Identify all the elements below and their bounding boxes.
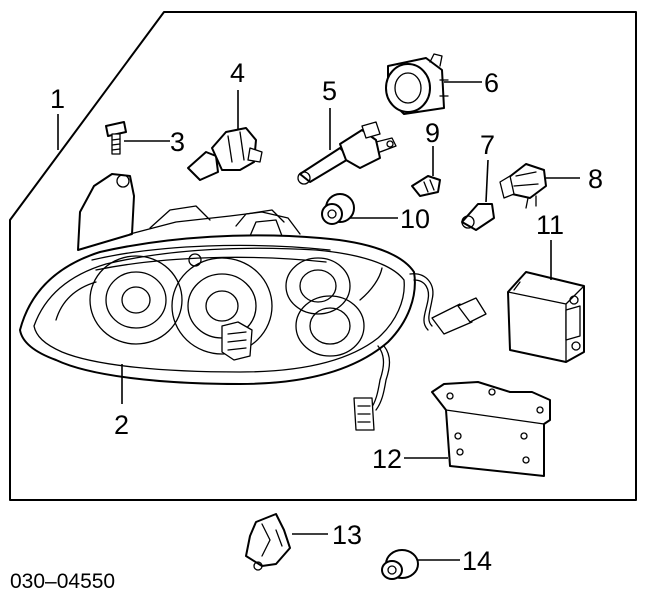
part-7-small-bulb bbox=[461, 159, 495, 231]
part-14-nut bbox=[381, 549, 460, 580]
callout-13: 13 bbox=[332, 520, 362, 550]
callout-1: 1 bbox=[50, 84, 65, 114]
callout-5: 5 bbox=[322, 76, 337, 106]
part-4-halogen-bulb bbox=[187, 90, 263, 181]
callout-11: 11 bbox=[536, 210, 564, 240]
part-11-ballast bbox=[507, 240, 585, 363]
callout-12: 12 bbox=[372, 444, 402, 474]
callout-6: 6 bbox=[484, 68, 499, 98]
callout-4: 4 bbox=[230, 58, 245, 88]
callout-8: 8 bbox=[588, 164, 603, 194]
part-12-bracket bbox=[404, 381, 551, 477]
diagram-code: 030–04550 bbox=[10, 570, 115, 593]
part-2-headlamp-housing bbox=[19, 173, 487, 431]
part-13-clip bbox=[245, 513, 328, 571]
part-3-screw bbox=[105, 121, 170, 155]
part-6-dust-cap bbox=[385, 53, 482, 115]
part-9-wedge-bulb bbox=[411, 146, 441, 197]
callout-10: 10 bbox=[400, 204, 430, 234]
part-5-bulb-socket bbox=[297, 108, 397, 185]
part-10-grommet bbox=[321, 193, 398, 225]
assembly-frame bbox=[9, 11, 637, 501]
callout-7: 7 bbox=[480, 130, 495, 160]
callout-14: 14 bbox=[462, 546, 492, 576]
callout-3: 3 bbox=[170, 127, 185, 157]
callout-9: 9 bbox=[425, 118, 440, 148]
callout-2: 2 bbox=[114, 410, 129, 440]
part-8-socket bbox=[499, 163, 580, 209]
